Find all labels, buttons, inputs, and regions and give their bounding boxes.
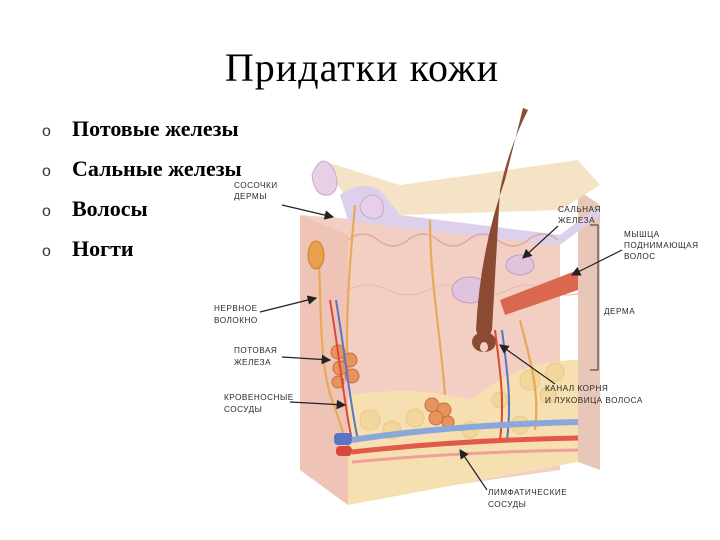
label-line: И ЛУКОВИЦА ВОЛОСА — [545, 396, 643, 405]
artery-cross-section — [336, 446, 352, 456]
label-line: МЫШЦА — [624, 230, 660, 239]
label-line: ЛИМФАТИЧЕСКИЕ — [488, 488, 567, 497]
label-line: КРОВЕНОСНЫЕ — [224, 393, 294, 402]
vein-cross-section — [334, 433, 352, 445]
label-line: СОСОЧКИ — [234, 181, 278, 190]
label-line: ДЕРМА — [604, 307, 635, 316]
block-side-face — [578, 190, 600, 470]
label-line: НЕРВНОЕ — [214, 304, 258, 313]
label-line: ВОЛОКНО — [214, 316, 258, 325]
label-line: СОСУДЫ — [224, 405, 262, 414]
label-line: ЖЕЛЕЗА — [234, 358, 271, 367]
label-line: ЖЕЛЕЗА — [558, 216, 595, 225]
label-line: СОСУДЫ — [488, 500, 526, 509]
label-line: САЛЬНАЯ — [558, 205, 601, 214]
label-line: ВОЛОС — [624, 252, 656, 261]
label-line: КАНАЛ КОРНЯ — [545, 384, 608, 393]
sebaceous-gland — [506, 255, 534, 275]
label-line: ДЕРМЫ — [234, 192, 267, 201]
hair-papilla — [480, 342, 488, 352]
label-dermis: ДЕРМА — [604, 307, 635, 316]
label-line: ПОДНИМАЮЩАЯ — [624, 241, 699, 250]
nerve-ending — [308, 241, 324, 269]
label-line: ПОТОВАЯ — [234, 346, 277, 355]
